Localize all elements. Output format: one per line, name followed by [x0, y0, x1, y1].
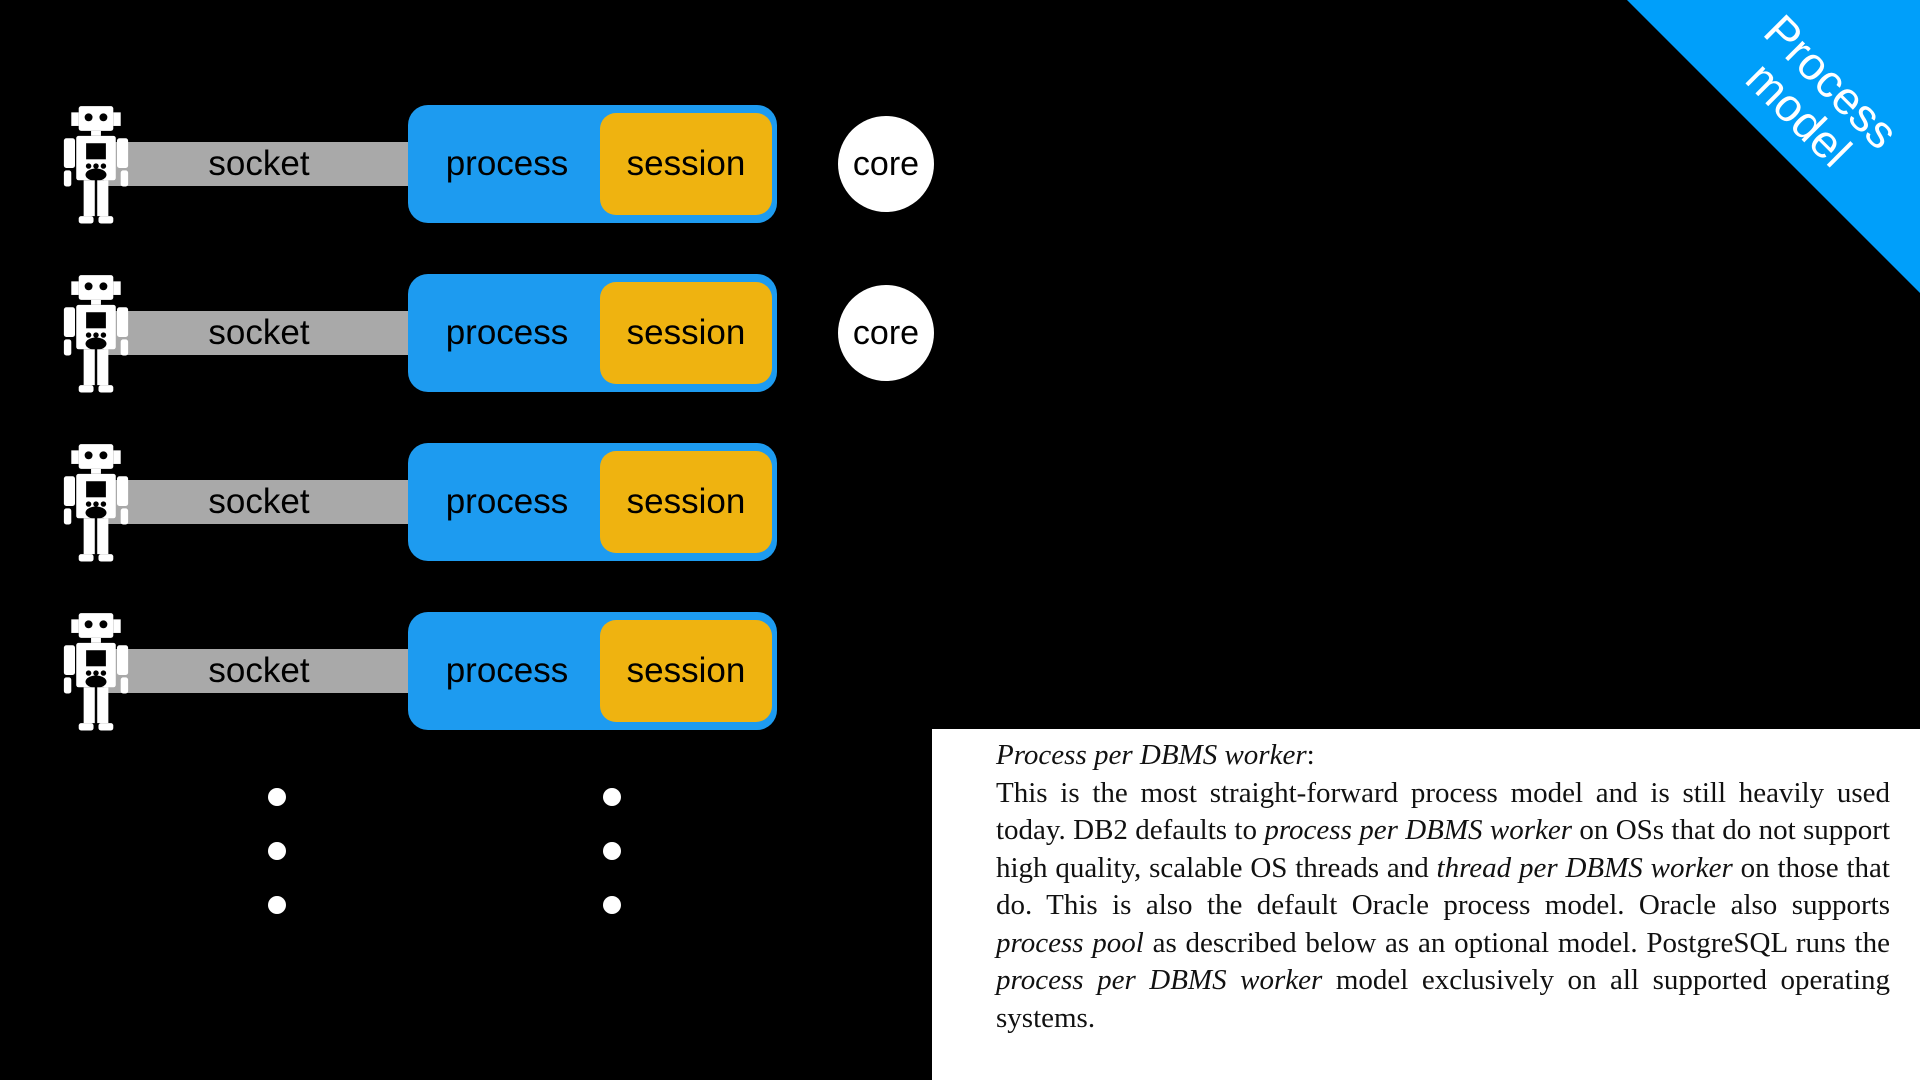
process-box: process session: [408, 105, 777, 223]
socket-connector: socket: [104, 311, 414, 355]
process-label: process: [445, 482, 569, 521]
socket-label: socket: [208, 651, 310, 690]
socket-connector: socket: [104, 142, 414, 186]
session-label: session: [626, 651, 746, 690]
process-box: process session: [408, 612, 777, 730]
session-label: session: [626, 482, 746, 521]
session-label: session: [626, 313, 746, 352]
corner-banner-triangle: [1627, 0, 1920, 293]
process-label: process: [445, 651, 569, 690]
corner-banner: Process model: [1627, 0, 1920, 293]
process-label: process: [445, 144, 569, 183]
session-label: session: [626, 144, 746, 183]
session-box: session: [600, 451, 772, 553]
ellipsis-dot: [268, 788, 286, 806]
process-box: process session: [408, 274, 777, 392]
socket-label: socket: [208, 144, 310, 183]
session-box: session: [600, 620, 772, 722]
ellipsis-dot: [603, 788, 621, 806]
process-label: process: [445, 313, 569, 352]
client-robot-icon: [63, 275, 129, 393]
socket-label: socket: [208, 482, 310, 521]
socket-label: socket: [208, 313, 310, 352]
client-row-4: socket process session: [0, 586, 960, 756]
socket-connector: socket: [104, 480, 414, 524]
client-row-2: socket process session core: [0, 248, 960, 418]
ellipsis-dot: [268, 896, 286, 914]
core-circle: core: [838, 116, 934, 212]
client-row-1: socket process session core: [0, 79, 960, 249]
client-robot-icon: [63, 106, 129, 224]
note-body: This is the most straight-forward proces…: [996, 776, 1891, 1034]
ellipsis-dot: [268, 842, 286, 860]
core-circle: core: [838, 285, 934, 381]
session-box: session: [600, 113, 772, 215]
client-robot-icon: [63, 613, 129, 731]
note-title: Process per DBMS worker:: [996, 739, 1315, 771]
socket-connector: socket: [104, 649, 414, 693]
process-box: process session: [408, 443, 777, 561]
session-box: session: [600, 282, 772, 384]
core-label: core: [852, 313, 920, 352]
ellipsis-dot: [603, 842, 621, 860]
note-box: Process per DBMS worker: This is the mos…: [932, 729, 1920, 1080]
client-robot-icon: [63, 444, 129, 562]
core-label: core: [852, 144, 920, 183]
ellipsis-dot: [603, 896, 621, 914]
client-row-3: socket process session: [0, 417, 960, 587]
